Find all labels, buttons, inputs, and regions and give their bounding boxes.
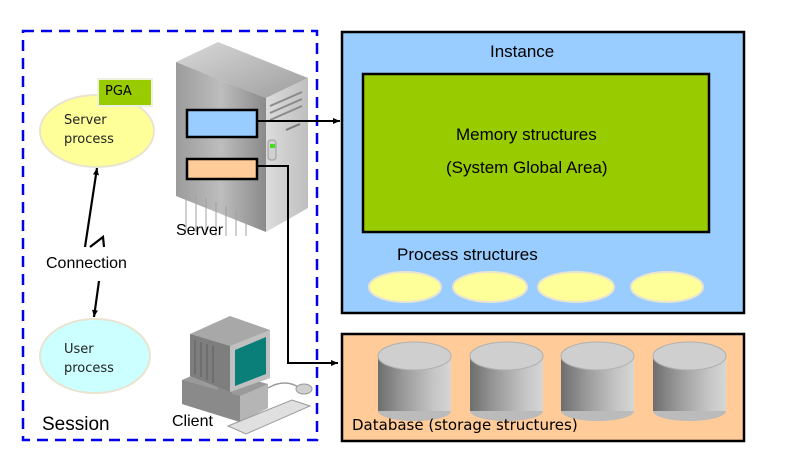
datafile-cylinder-icon <box>469 341 544 421</box>
server-icon <box>176 42 308 236</box>
datafiles <box>377 341 727 421</box>
datafile-cylinder-icon <box>652 341 727 421</box>
session-label: Session <box>42 414 110 435</box>
user-process-line1: User <box>64 342 94 357</box>
process-structures-label: Process structures <box>397 245 538 264</box>
sga-line2: (System Global Area) <box>446 158 608 177</box>
pga-box <box>97 78 153 107</box>
datafile-cylinder-icon <box>377 341 452 421</box>
client-computer-icon <box>182 316 313 435</box>
server-process-line1: Server <box>64 113 107 128</box>
sga-line1: Memory structures <box>456 125 597 144</box>
pga-label: PGA <box>105 84 132 99</box>
connection-arrow-down <box>91 280 101 318</box>
sga-box <box>361 72 711 234</box>
arrow-to-database <box>257 165 338 366</box>
server-label: Server <box>176 222 224 239</box>
client-label: Client <box>172 413 213 430</box>
session-boundary <box>21 29 319 442</box>
process-ellipse <box>452 271 528 303</box>
server-memory-box <box>185 108 259 139</box>
connection-arrow-up <box>83 167 99 248</box>
user-process-line2: process <box>64 361 114 376</box>
instance-title: Instance <box>490 42 555 61</box>
datafile-cylinder-icon <box>560 341 635 421</box>
process-ellipse <box>630 271 704 303</box>
database-label: Database (storage structures) <box>352 416 578 434</box>
connection-label: Connection <box>46 255 127 272</box>
user-process-ellipse <box>39 318 151 394</box>
server-storage-box <box>185 157 259 181</box>
process-ellipse <box>537 271 615 303</box>
connection-zigzag <box>89 234 106 248</box>
process-ellipse <box>368 271 442 303</box>
server-process-line2: process <box>64 132 114 147</box>
background-processes <box>368 271 704 303</box>
